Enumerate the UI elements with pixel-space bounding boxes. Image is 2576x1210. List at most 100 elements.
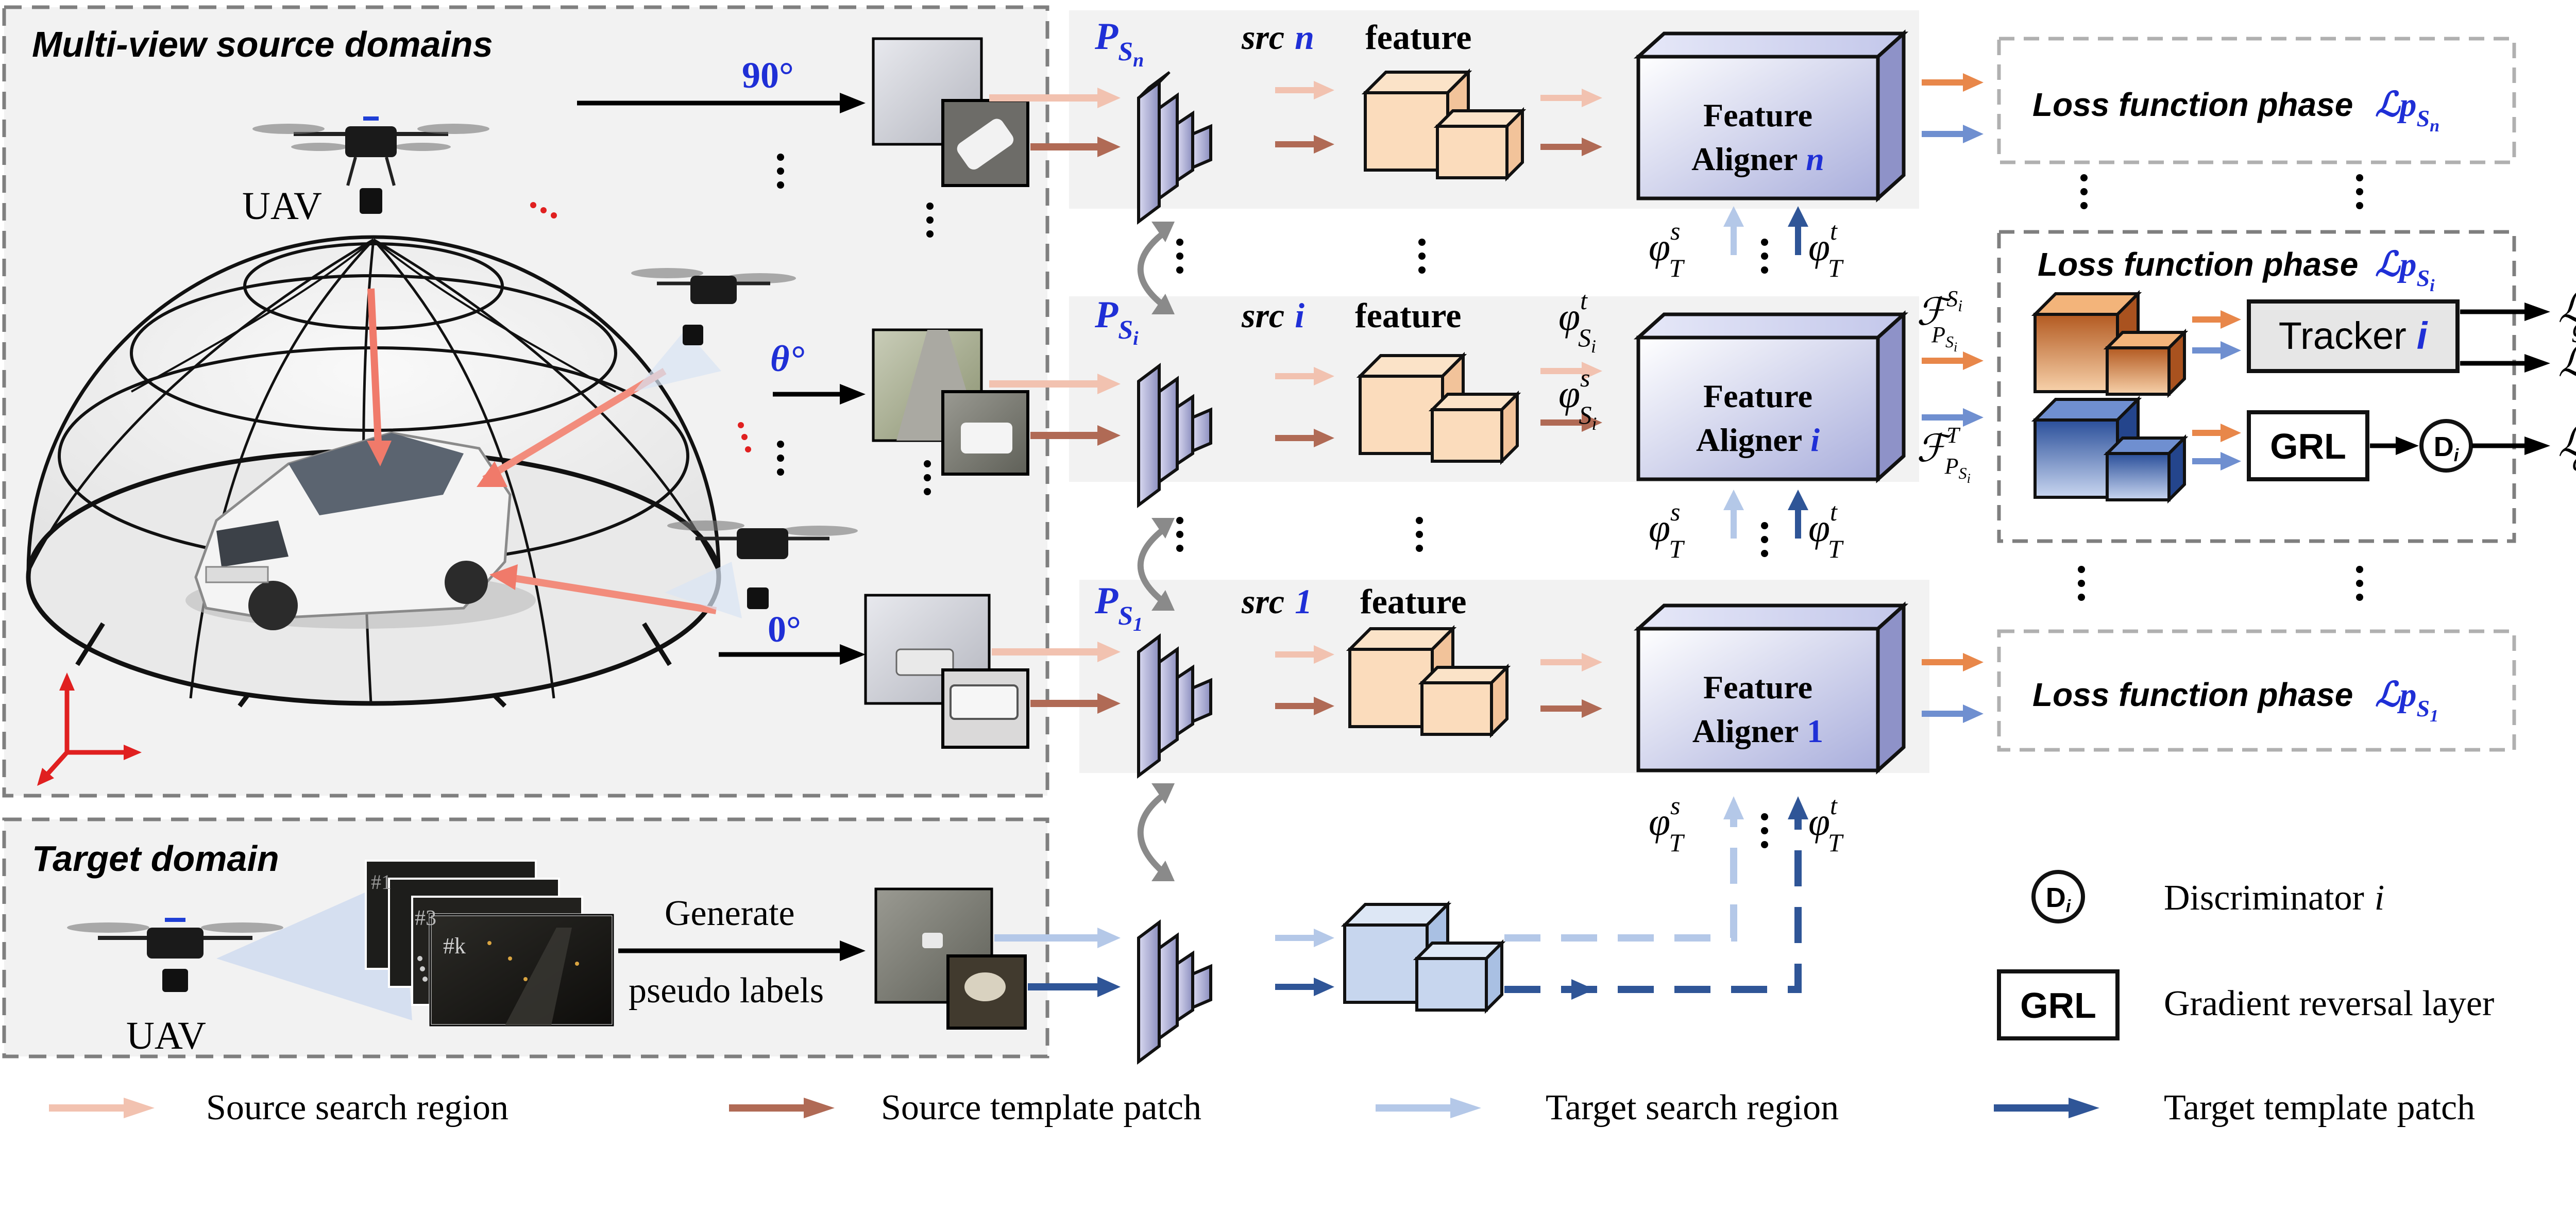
target-image (874, 887, 1027, 1030)
svg-text:feature: feature (1360, 582, 1466, 621)
svg-text:GRL: GRL (2020, 985, 2096, 1026)
loss-adv: ℒPSiadv (2558, 409, 2576, 477)
row-1-input-arrows (992, 642, 1121, 714)
svg-text:φsT: φsT (1649, 791, 1685, 857)
key-grl: GRL Gradient reversal layer (1997, 969, 2494, 1040)
aligner-input-arrows (1540, 89, 1602, 718)
legend-source-search: Source search region (206, 1088, 509, 1128)
frame-label-3: #3 (415, 906, 436, 930)
svg-text:feature: feature (1365, 18, 1471, 57)
svg-text:PSn: PSn (1094, 15, 1144, 71)
legend: Source search region Source template pat… (49, 1088, 2475, 1128)
source-image-theta (872, 328, 1029, 476)
car-icon (185, 431, 536, 630)
svg-text:feature: feature (1355, 296, 1461, 335)
source-domain-title: Multi-view source domains (32, 24, 493, 64)
legend-source-template: Source template patch (881, 1088, 1201, 1128)
loss-box-1: Loss function phase ℒpS1 (1997, 629, 2516, 752)
svg-text:Feature: Feature (1703, 97, 1812, 133)
red-dots (530, 202, 751, 452)
angle-90-label: 90° (742, 55, 794, 96)
svg-text:PSi: PSi (1094, 294, 1139, 349)
drone-icon-bottom (667, 520, 858, 609)
drone-icon-top (252, 116, 489, 214)
svg-text:φtT: φtT (1808, 791, 1844, 857)
svg-text:Di: Di (2434, 431, 2460, 465)
backbone-row-1 (1137, 633, 1212, 779)
svg-text:ℒpS1: ℒpS1 (2375, 676, 2438, 726)
target-dashed-routes (1504, 796, 1808, 1000)
svg-text:GRL: GRL (2270, 426, 2346, 466)
pseudo-labels-label: pseudo labels (629, 971, 824, 1011)
target-drone-icon (67, 918, 283, 992)
loss-vertical-dots (2078, 174, 2363, 601)
target-domain-title: Target domain (32, 838, 279, 879)
shared-weight-arrowheads (1151, 222, 1175, 881)
target-input-arrows (994, 928, 1121, 997)
svg-text:φsT: φsT (1649, 497, 1685, 563)
orange-feature-cubes (2031, 290, 2189, 398)
axes-icon (37, 673, 142, 786)
target-view-cone (216, 876, 412, 1020)
svg-text:φtT: φtT (1808, 216, 1844, 282)
shared-weight-arrows (1137, 232, 1164, 873)
row-i-input-arrows (989, 374, 1121, 446)
svg-text:Loss function phase: Loss function phase (2032, 676, 2353, 713)
svg-text:Feature: Feature (1703, 378, 1812, 414)
loss-outputs: ℒPSigt ℒcon ℒPSiadv (2558, 284, 2576, 477)
feature-cubes-target (1341, 900, 1506, 1014)
svg-text:Loss function phase: Loss function phase (2038, 246, 2358, 283)
legend-target-template: Target template patch (2164, 1088, 2475, 1128)
svg-text:ℒpSn: ℒpSn (2375, 86, 2439, 136)
angle-theta-label: θ° (770, 338, 804, 379)
feature-cubes-row-1 (1346, 625, 1511, 738)
view-rays (367, 288, 742, 618)
generate-arrow: Generate pseudo labels (618, 894, 866, 1011)
target-uav-label: UAV (126, 1014, 206, 1057)
loss-con: ℒcon (2558, 339, 2576, 390)
source-uav-label: UAV (242, 184, 322, 228)
source-view-arrows: 90° θ° 0° (577, 55, 866, 665)
discriminator-node: Di (2419, 419, 2473, 473)
inner-loss-arrows (2192, 310, 2241, 470)
output-arrows (2460, 302, 2550, 455)
svg-text:Gradient reversal layer: Gradient reversal layer (2164, 984, 2494, 1023)
angle-0-label: 0° (768, 609, 801, 650)
feature-arrows (1275, 81, 1334, 996)
source-image-0 (864, 594, 1029, 749)
row-n-input-arrows (989, 88, 1121, 157)
pipeline-vertical-dots (1176, 239, 1426, 552)
svg-text:ℒpSi: ℒpSi (2375, 246, 2435, 295)
feature-cubes-row-n (1361, 68, 1527, 182)
backbone-target (1137, 919, 1212, 1065)
target-frame-stack: #1 #3 #k (365, 860, 615, 1027)
svg-text:φtT: φtT (1808, 497, 1844, 563)
legend-target-search: Target search region (1546, 1088, 1839, 1128)
feature-cubes-row-i (1356, 351, 1521, 465)
frame-label-1: #1 (371, 870, 392, 894)
aligner-output-arrows (1922, 73, 1984, 723)
source-vertical-dots (777, 154, 934, 495)
backbone-row-n (1137, 71, 1212, 225)
grl-to-disc-arrow (2370, 436, 2419, 455)
frame-label-k: #k (443, 933, 466, 959)
blue-feature-cubes (2031, 395, 2189, 504)
